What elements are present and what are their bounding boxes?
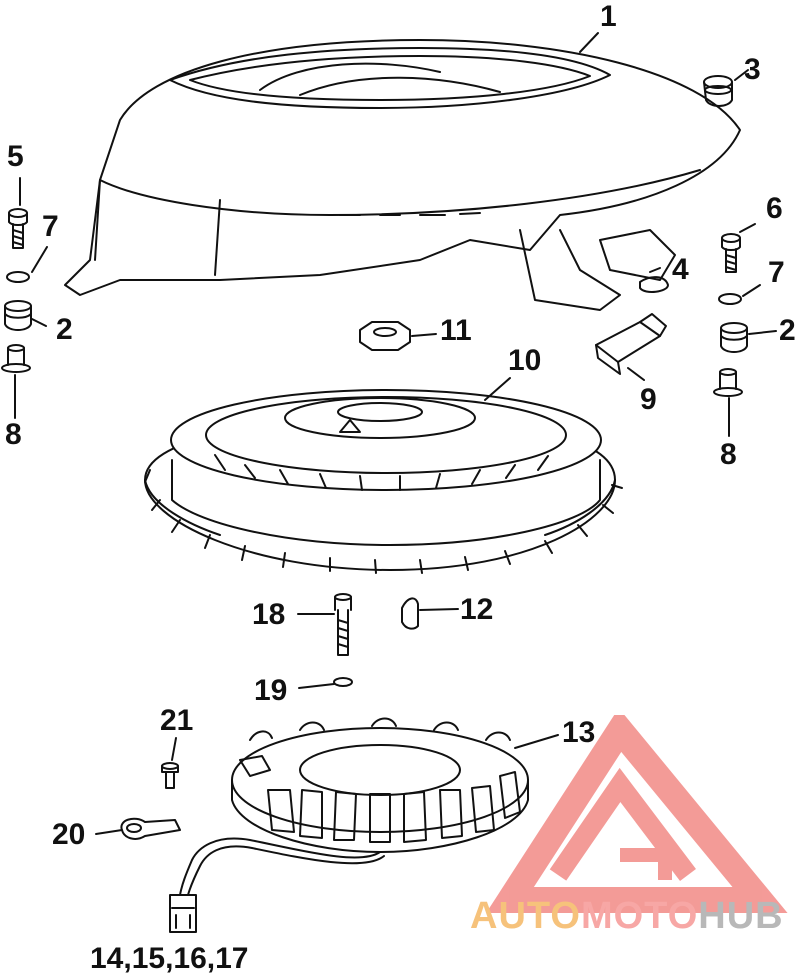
callout-9: 9: [640, 383, 657, 416]
grommet-part-2-right: [720, 322, 748, 353]
callout-7-left: 7: [42, 210, 59, 243]
stator-part: [231, 717, 529, 853]
grommet-part-2-left: [4, 300, 32, 331]
bolt-part: [334, 593, 352, 656]
leader-lines: [14, 32, 777, 835]
callout-19: 19: [254, 674, 288, 707]
callout-8-left: 8: [5, 418, 22, 451]
callout-8-right: 8: [720, 438, 737, 471]
washer-part-19: [333, 677, 353, 687]
flywheel-cover-part: [64, 39, 741, 311]
screw-part-6: [721, 233, 741, 273]
callout-11: 11: [440, 314, 472, 347]
clamp-part: [120, 817, 181, 840]
callout-21: 21: [160, 704, 194, 737]
callout-2-left: 2: [56, 313, 73, 346]
wiring-harness-part: [169, 837, 385, 933]
callout-12: 12: [460, 593, 494, 626]
washer-part-7-left: [6, 271, 30, 283]
nut-part: [359, 321, 411, 351]
watermark-text: AUTOMOTOHUB: [470, 895, 784, 938]
key-part: [401, 597, 419, 630]
watermark-part-auto: AUTO: [470, 895, 581, 937]
watermark-logo-icon: [486, 715, 788, 913]
callout-14-15-16-17: 14,15,16,17: [90, 942, 249, 975]
connector-part: [595, 313, 667, 375]
callout-4: 4: [672, 253, 689, 286]
screw-part-5: [8, 208, 28, 249]
callout-7-right: 7: [768, 256, 785, 289]
screw-part-21: [161, 762, 179, 789]
callout-13: 13: [562, 716, 596, 749]
sleeve-part-8-left: [1, 344, 31, 373]
watermark-part-moto: MOTO: [580, 895, 699, 937]
callout-2-right: 2: [779, 314, 796, 347]
washer-part-7-right: [718, 293, 742, 305]
sleeve-part-8-right: [713, 368, 743, 397]
callout-10: 10: [508, 344, 542, 377]
callout-1: 1: [600, 0, 617, 33]
callout-3: 3: [744, 53, 761, 86]
grommet-part: [703, 75, 733, 107]
callout-18: 18: [252, 598, 286, 631]
watermark-part-hub: HUB: [698, 895, 784, 937]
callout-5: 5: [7, 140, 24, 173]
callout-6: 6: [766, 192, 783, 225]
callout-20: 20: [52, 818, 86, 851]
flywheel-part: [144, 389, 623, 574]
